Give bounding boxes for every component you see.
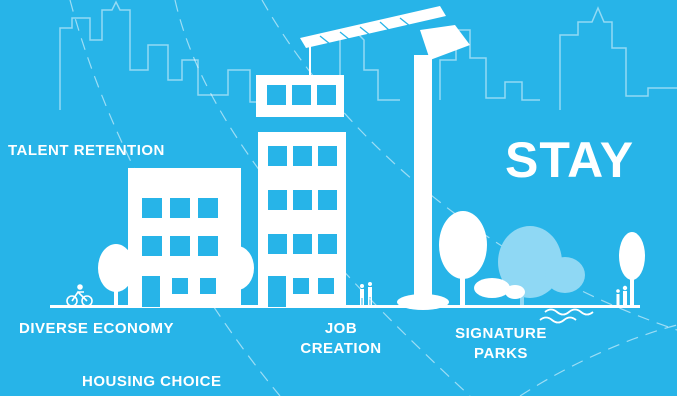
park-tree-light — [498, 226, 585, 305]
park-tree-right — [619, 232, 645, 306]
cyclist-icon — [66, 284, 93, 307]
job-creation-line2: CREATION — [300, 340, 382, 357]
tree-middle — [220, 246, 254, 306]
housing-choice-label: HOUSING CHOICE — [82, 373, 222, 390]
park-tree-large — [439, 211, 487, 306]
left-building — [128, 168, 241, 307]
water-icon — [539, 308, 594, 324]
job-creation-label: JOB CREATION — [296, 319, 386, 359]
stay-heading: STAY — [505, 132, 635, 188]
family-icon — [616, 285, 628, 305]
pedestrians-icon — [360, 282, 372, 305]
signature-parks-label: SIGNATURE PARKS — [445, 324, 557, 364]
signature-parks-line2: PARKS — [474, 345, 528, 362]
park-shrub — [474, 278, 525, 299]
tall-building — [258, 132, 346, 307]
crane — [300, 6, 470, 310]
signature-parks-line1: SIGNATURE — [455, 325, 547, 342]
job-creation-line1: JOB — [324, 320, 358, 337]
skyline-outline — [59, 0, 677, 110]
talent-retention-label: TALENT RETENTION — [8, 142, 165, 159]
tree-left — [98, 244, 134, 306]
diverse-economy-label: DIVERSE ECONOMY — [19, 320, 175, 337]
lifted-module — [256, 75, 344, 117]
